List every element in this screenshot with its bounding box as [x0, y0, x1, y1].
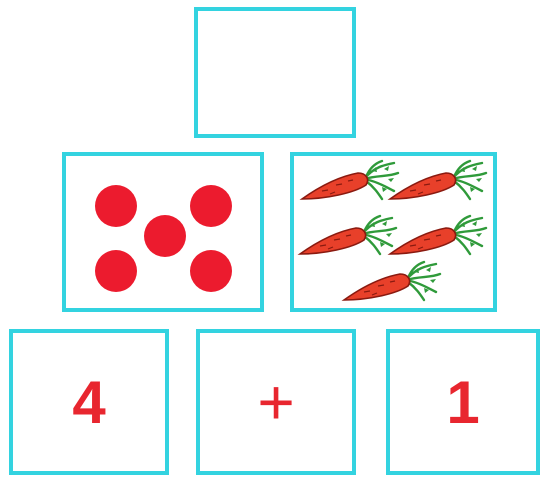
red-dot-icon: [95, 250, 137, 292]
carrot-icon: [390, 161, 486, 199]
red-dot-icon: [190, 185, 232, 227]
red-dot-icon: [144, 215, 186, 257]
carrots-picture-box: [290, 152, 497, 312]
answer-box[interactable]: [194, 7, 356, 138]
carrot-icon: [344, 262, 440, 300]
right-number: 1: [390, 333, 536, 471]
operator-box: +: [196, 329, 356, 475]
carrot-icon: [302, 161, 398, 199]
right-number-box: 1: [386, 329, 540, 475]
plus-sign: +: [200, 333, 352, 471]
carrot-icon: [300, 216, 396, 254]
left-number-box: 4: [9, 329, 169, 475]
red-dot-icon: [95, 185, 137, 227]
left-number: 4: [13, 333, 165, 471]
red-dot-icon: [190, 250, 232, 292]
dots-picture-box: [62, 152, 264, 312]
carrot-icon: [390, 216, 486, 254]
